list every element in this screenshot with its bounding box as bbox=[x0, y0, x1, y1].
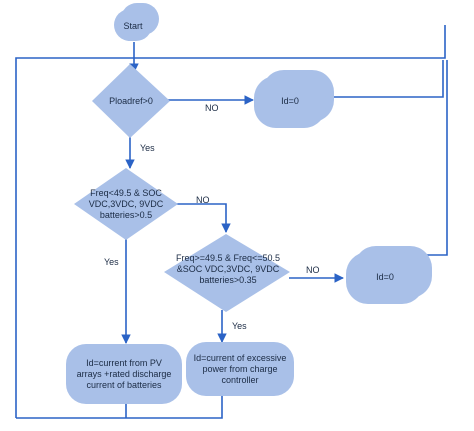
start-node: Start bbox=[114, 3, 159, 41]
decision-freq-range-soc-035: Freq>=49.5 & Freq<=50.5 &SOC VDC,3VDC, 9… bbox=[164, 234, 290, 312]
edge-label-d1-yes: Yes bbox=[140, 143, 155, 153]
start-label: Start bbox=[123, 21, 143, 31]
decision2-line1: Freq<49.5 & SOC bbox=[90, 188, 162, 198]
pv-line2: arrays +rated discharge bbox=[77, 369, 172, 379]
excess-line3: controller bbox=[221, 375, 258, 385]
decision2-line3: batteries>0.5 bbox=[100, 210, 152, 220]
edge-id0-right-return bbox=[425, 60, 448, 256]
process-excess-current: Id=current of excessive power from charg… bbox=[186, 342, 294, 396]
edge-id0-top-return bbox=[330, 60, 444, 98]
process-id-zero-right-label: Id=0 bbox=[376, 272, 394, 282]
excess-line2: power from charge bbox=[202, 364, 277, 374]
decision2-line2: VDC,3VDC, 9VDC bbox=[89, 199, 164, 209]
loop-top-line bbox=[15, 25, 446, 418]
edge-label-d2-no: NO bbox=[196, 195, 210, 205]
edge-label-d2-yes: Yes bbox=[104, 257, 119, 267]
decision-ploadref: Ploadref>0 bbox=[92, 64, 170, 138]
process-pv-current: Id=current from PV arrays +rated dischar… bbox=[66, 344, 182, 404]
edge-d2-no bbox=[176, 203, 231, 233]
decision-freq-soc-05: Freq<49.5 & SOC VDC,3VDC, 9VDC batteries… bbox=[74, 168, 178, 240]
edge-label-d1-no: NO bbox=[205, 103, 219, 113]
process-id-zero-top-label: Id=0 bbox=[281, 96, 299, 106]
process-id-zero-top: Id=0 bbox=[254, 70, 334, 128]
decision3-line3: batteries>0.35 bbox=[199, 275, 256, 285]
pv-line1: Id=current from PV bbox=[86, 358, 162, 368]
process-id-zero-right: Id=0 bbox=[346, 246, 432, 304]
pv-line3: current of batteries bbox=[86, 380, 162, 390]
decision3-line1: Freq>=49.5 & Freq<=50.5 bbox=[176, 253, 280, 263]
decision3-line2: &SOC VDC,3VDC, 9VDC bbox=[177, 264, 280, 274]
edge-bottom-loop bbox=[16, 395, 223, 419]
edge-label-d3-no: NO bbox=[306, 265, 320, 275]
edge-label-d3-yes: Yes bbox=[232, 321, 247, 331]
excess-line1: Id=current of excessive bbox=[194, 353, 287, 363]
decision-ploadref-label: Ploadref>0 bbox=[109, 96, 153, 106]
